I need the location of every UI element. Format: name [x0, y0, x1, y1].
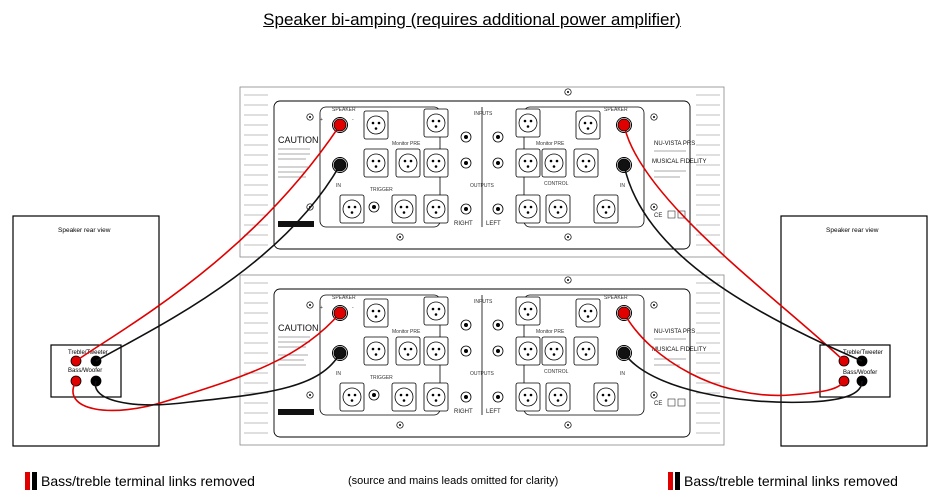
diagram-title: Speaker bi-amping (requires additional p…: [263, 10, 681, 29]
wire-right-bass-minus: [623, 352, 863, 404]
speaker-left: Speaker rear view Treble/Tweeter Bass/Wo…: [12, 215, 160, 447]
speaker-right-label: Speaker rear view: [826, 227, 879, 234]
wires-left: [72, 124, 341, 412]
speaker-right: Speaker rear view Treble/Tweeter Bass/Wo…: [780, 215, 928, 447]
speaker-left-label: Speaker rear view: [58, 227, 111, 234]
amplifier-bottom: [240, 275, 724, 445]
amp-terminal-markers: [333, 118, 631, 360]
wire-left-bass-plus: [72, 312, 341, 412]
legend-red-swatch: [668, 472, 673, 490]
wire-right-treble-plus: [623, 124, 845, 362]
wire-left-treble-minus: [95, 164, 341, 362]
legend-red-swatch: [25, 472, 30, 490]
wires-right: [623, 124, 863, 404]
speaker-right-bass-label: Bass/Woofer: [843, 370, 877, 376]
speaker-right-treble-label: Treble/Tweeter: [843, 350, 883, 356]
wire-left-treble-plus: [75, 124, 341, 362]
legend-black-swatch: [32, 472, 37, 490]
wire-right-treble-minus: [623, 164, 863, 362]
legend-black-swatch: [675, 472, 680, 490]
amplifier-top: [240, 87, 724, 257]
wire-right-bass-plus: [623, 312, 845, 397]
wire-left-bass-minus: [94, 352, 341, 406]
omitted-note: (source and mains leads omitted for clar…: [348, 475, 559, 487]
legend-left-text: Bass/treble terminal links removed: [41, 473, 255, 489]
legend-left: Bass/treble terminal links removed: [25, 472, 255, 490]
speaker-left-bass-label: Bass/Woofer: [68, 368, 102, 374]
legend-right: Bass/treble terminal links removed: [668, 472, 898, 490]
legend-right-text: Bass/treble terminal links removed: [684, 473, 898, 489]
